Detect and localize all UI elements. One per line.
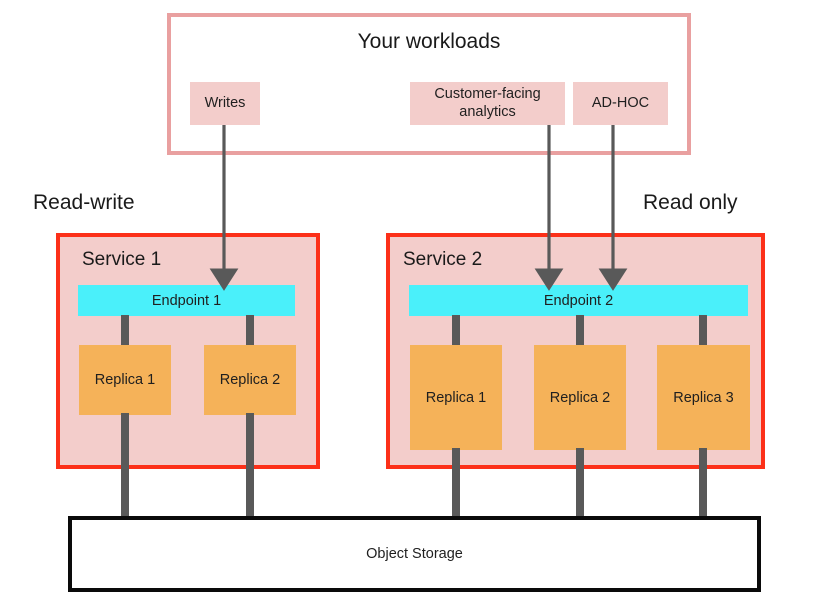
workload-box-ad-hoc[interactable]: AD-HOC xyxy=(573,82,668,125)
connector-service2-replica3-storage xyxy=(699,448,707,517)
service-1-title: Service 1 xyxy=(82,249,162,270)
connector-endpoint1-replica2 xyxy=(246,315,254,347)
endpoint-2[interactable]: Endpoint 2 xyxy=(409,285,748,316)
connector-service1-replica2-storage xyxy=(246,413,254,517)
connector-endpoint1-replica1 xyxy=(121,315,129,347)
connector-service2-replica2-storage xyxy=(576,448,584,517)
connector-endpoint2-replica2 xyxy=(576,315,584,347)
service-1-replica-2[interactable]: Replica 2 xyxy=(204,345,296,415)
connector-endpoint2-replica3 xyxy=(699,315,707,347)
object-storage-box[interactable]: Object Storage xyxy=(68,516,761,592)
service-2-replica-2[interactable]: Replica 2 xyxy=(534,345,626,450)
workload-box-writes[interactable]: Writes xyxy=(190,82,260,125)
section-label-read-write: Read-write xyxy=(33,191,135,214)
endpoint-1[interactable]: Endpoint 1 xyxy=(78,285,295,316)
service-2-title: Service 2 xyxy=(403,249,483,270)
connector-endpoint2-replica1 xyxy=(452,315,460,347)
section-label-read-only: Read only xyxy=(643,191,738,214)
connector-service1-replica1-storage xyxy=(121,413,129,517)
connector-service2-replica1-storage xyxy=(452,448,460,517)
workload-box-customer-facing-analytics[interactable]: Customer-facing analytics xyxy=(410,82,565,125)
workloads-panel-title: Your workloads xyxy=(357,30,501,53)
service-1-replica-1[interactable]: Replica 1 xyxy=(79,345,171,415)
service-2-replica-1[interactable]: Replica 1 xyxy=(410,345,502,450)
service-2-replica-3[interactable]: Replica 3 xyxy=(657,345,750,450)
